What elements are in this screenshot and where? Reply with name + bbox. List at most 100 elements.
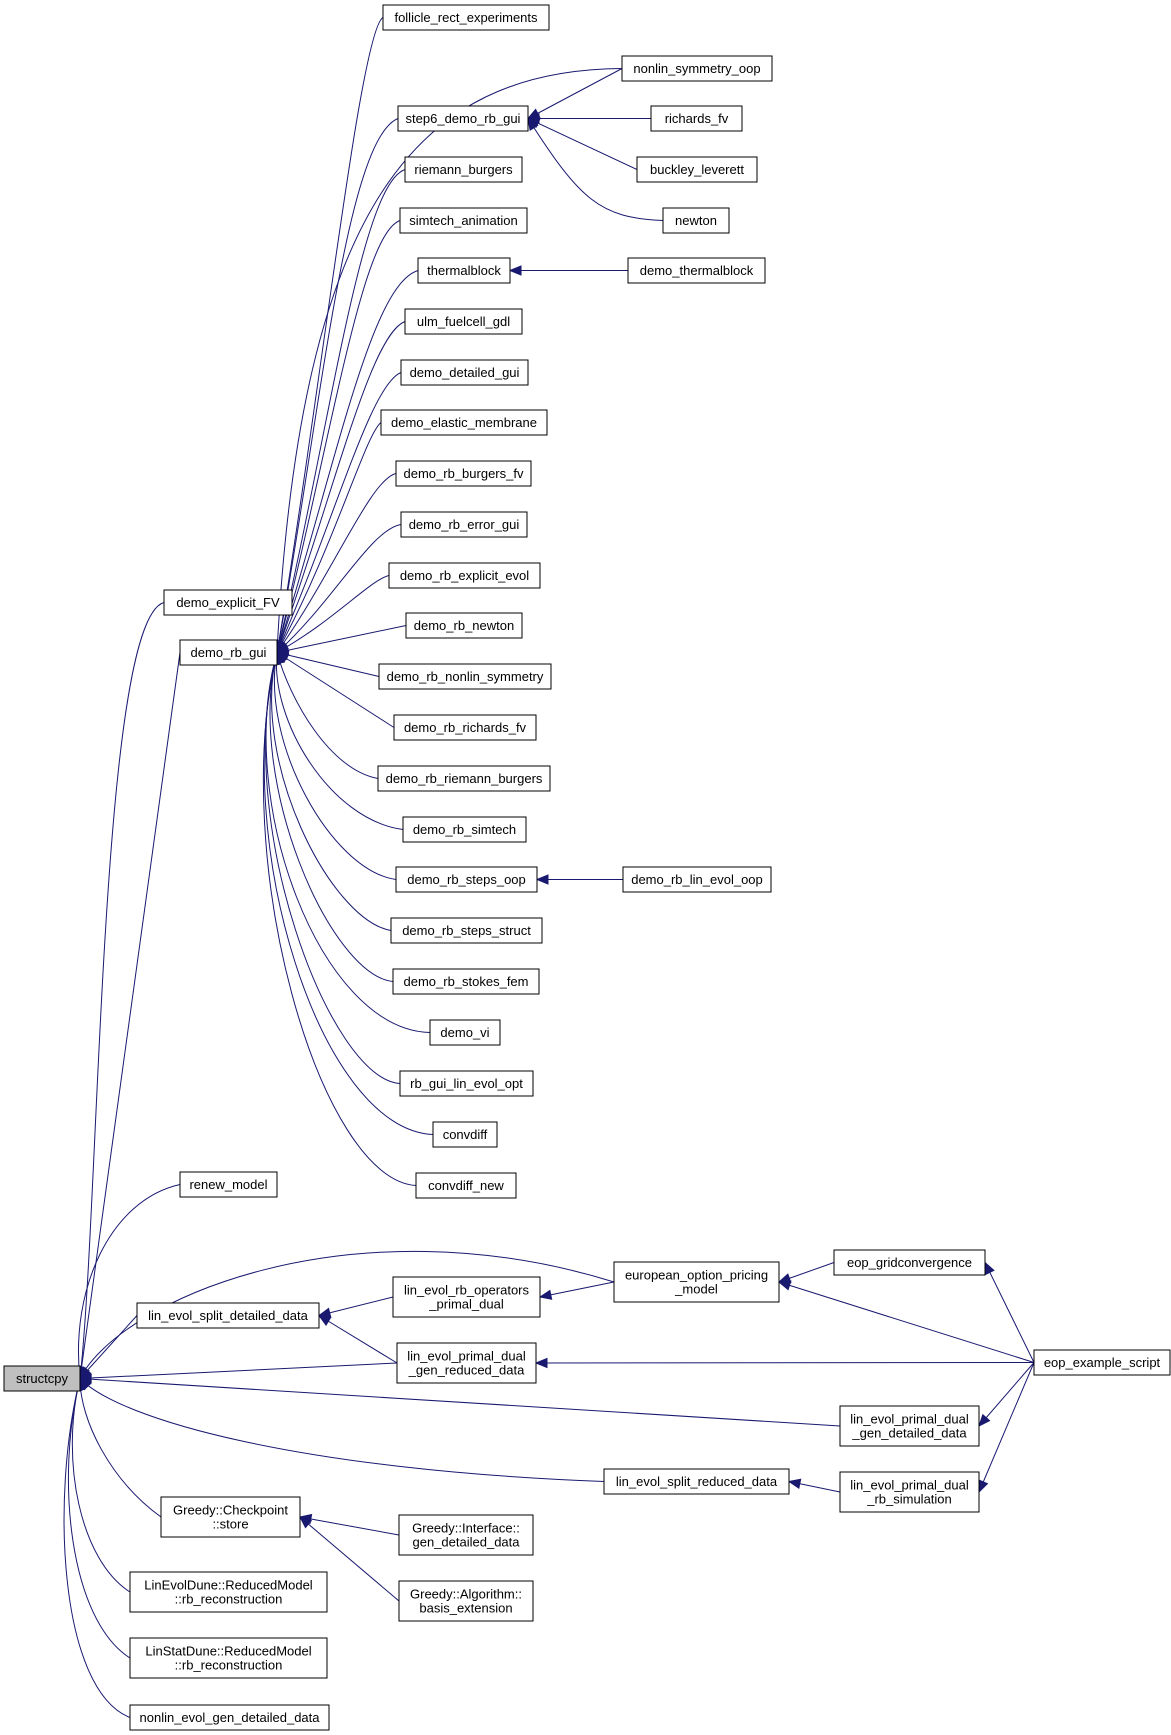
edge-european_option_pricing_model-to-lin_evol_rb_operators_primal_dual: [538, 1281, 615, 1300]
node-box: [432, 1121, 498, 1148]
node-box: [393, 714, 537, 741]
node-demo_rb_burgers_fv[interactable]: demo_rb_burgers_fv: [395, 460, 532, 487]
node-demo_explicit_FV[interactable]: demo_explicit_FV: [163, 589, 293, 616]
node-structcpy[interactable]: structcpy: [3, 1365, 81, 1392]
node-demo_rb_stokes_fem[interactable]: demo_rb_stokes_fem: [392, 968, 540, 995]
node-demo_rb_nonlin_symmetry[interactable]: demo_rb_nonlin_symmetry: [378, 663, 552, 690]
node-box: [163, 589, 293, 616]
node-box: [129, 1571, 328, 1613]
arrowhead: [534, 1357, 548, 1369]
node-demo_rb_steps_oop[interactable]: demo_rb_steps_oop: [395, 866, 538, 893]
node-label: demo_rb_gui: [191, 645, 267, 660]
node-label: demo_rb_newton: [414, 618, 514, 633]
node-label: lin_evol_primal_dual: [407, 1349, 526, 1364]
edge-line: [68, 1378, 131, 1659]
node-demo_rb_explicit_evol[interactable]: demo_rb_explicit_evol: [388, 562, 541, 589]
node-lin_evol_split_detailed_data[interactable]: lin_evol_split_detailed_data: [136, 1302, 320, 1329]
node-label: buckley_leverett: [650, 162, 744, 177]
node-box: [129, 1637, 328, 1679]
edges-layer: [63, 17, 1035, 1718]
node-demo_rb_lin_evol_oop[interactable]: demo_rb_lin_evol_oop: [622, 866, 772, 893]
node-box: [627, 257, 766, 284]
node-renew_model[interactable]: renew_model: [179, 1171, 278, 1198]
node-box: [392, 1276, 541, 1318]
arrowhead: [527, 117, 539, 132]
node-label: gen_detailed_data: [413, 1535, 521, 1550]
node-label: thermalblock: [427, 263, 501, 278]
node-label: demo_rb_richards_fv: [404, 720, 527, 735]
node-eop_example_script[interactable]: eop_example_script: [1033, 1349, 1171, 1376]
edge-line: [276, 524, 402, 653]
node-newton[interactable]: newton: [662, 207, 730, 234]
node-label: ::rb_reconstruction: [175, 1658, 283, 1673]
node-greedy_checkpoint_store[interactable]: Greedy::Checkpoint::store: [160, 1496, 301, 1538]
node-demo_elastic_membrane[interactable]: demo_elastic_membrane: [380, 409, 548, 436]
node-simtech_animation[interactable]: simtech_animation: [399, 207, 528, 234]
edge-demo_rb_gui-to-structcpy: [76, 652, 181, 1380]
node-demo_rb_newton[interactable]: demo_rb_newton: [405, 612, 523, 639]
node-demo_rb_steps_struct[interactable]: demo_rb_steps_struct: [390, 917, 543, 944]
node-follicle_rect_experiments[interactable]: follicle_rect_experiments: [382, 4, 550, 31]
node-label: simtech_animation: [409, 213, 517, 228]
node-demo_vi[interactable]: demo_vi: [429, 1019, 501, 1046]
arrowhead: [317, 1314, 332, 1326]
node-box: [662, 207, 730, 234]
node-demo_rb_richards_fv[interactable]: demo_rb_richards_fv: [393, 714, 537, 741]
node-box: [400, 511, 528, 538]
node-step6_demo_rb_gui[interactable]: step6_demo_rb_gui: [397, 105, 529, 132]
node-lin_evol_primal_dual_gen_reduced_data[interactable]: lin_evol_primal_dual_gen_reduced_data: [396, 1342, 537, 1384]
node-buckley_leverett[interactable]: buckley_leverett: [636, 156, 758, 183]
node-label: lin_evol_rb_operators: [404, 1283, 530, 1298]
node-label: demo_rb_steps_struct: [402, 923, 531, 938]
edge-eop_example_script-to-lin_evol_primal_dual_rb_simulation: [978, 1362, 1035, 1494]
edge-line: [276, 422, 382, 653]
node-rb_gui_lin_evol_opt[interactable]: rb_gui_lin_evol_opt: [399, 1070, 534, 1097]
node-linstatdune_rb_reconstruction[interactable]: LinStatDune::ReducedModel::rb_reconstruc…: [129, 1637, 328, 1679]
node-box: [636, 156, 758, 183]
node-greedy_algorithm_basis_extension[interactable]: Greedy::Algorithm::basis_extension: [398, 1580, 534, 1622]
node-label: riemann_burgers: [414, 162, 513, 177]
node-convdiff[interactable]: convdiff: [432, 1121, 498, 1148]
node-label: eop_gridconvergence: [847, 1255, 972, 1270]
edge-eop_example_script-to-lin_evol_primal_dual_gen_detailed_data: [978, 1362, 1035, 1427]
node-demo_rb_error_gui[interactable]: demo_rb_error_gui: [400, 511, 528, 538]
edge-linstatdune_rb_reconstruction-to-structcpy: [68, 1377, 131, 1659]
node-label: _gen_reduced_data: [408, 1363, 525, 1378]
node-label: eop_example_script: [1044, 1355, 1161, 1370]
node-label: LinEvolDune::ReducedModel: [144, 1578, 312, 1593]
node-lin_evol_rb_operators_primal_dual[interactable]: lin_evol_rb_operators_primal_dual: [392, 1276, 541, 1318]
node-label: demo_rb_steps_oop: [407, 872, 526, 887]
node-greedy_interface_gen_detailed_data[interactable]: Greedy::Interface::gen_detailed_data: [398, 1514, 534, 1556]
node-demo_rb_riemann_burgers[interactable]: demo_rb_riemann_burgers: [377, 765, 551, 792]
node-richards_fv[interactable]: richards_fv: [650, 105, 743, 132]
edge-line: [535, 1362, 1035, 1364]
node-box: [1033, 1349, 1171, 1376]
node-riemann_burgers[interactable]: riemann_burgers: [404, 156, 523, 183]
node-convdiff_new[interactable]: convdiff_new: [415, 1172, 517, 1199]
node-demo_detailed_gui[interactable]: demo_detailed_gui: [400, 359, 529, 386]
node-lin_evol_primal_dual_rb_simulation[interactable]: lin_evol_primal_dual_rb_simulation: [839, 1471, 980, 1513]
node-box: [395, 866, 538, 893]
edge-demo_rb_richards_fv-to-demo_rb_gui: [275, 651, 395, 728]
edge-ulm_fuelcell_gdl-to-demo_rb_gui: [275, 321, 406, 654]
node-label: demo_thermalblock: [640, 263, 754, 278]
node-nonlin_evol_gen_detailed_data[interactable]: nonlin_evol_gen_detailed_data: [129, 1704, 330, 1731]
node-demo_rb_gui[interactable]: demo_rb_gui: [179, 639, 278, 666]
node-lin_evol_primal_dual_gen_detailed_data[interactable]: lin_evol_primal_dual_gen_detailed_data: [839, 1405, 980, 1447]
node-demo_thermalblock[interactable]: demo_thermalblock: [627, 257, 766, 284]
node-nonlin_symmetry_oop[interactable]: nonlin_symmetry_oop: [621, 55, 773, 82]
node-european_option_pricing_model[interactable]: european_option_pricing_model: [613, 1261, 780, 1303]
node-box: [839, 1405, 980, 1447]
node-lin_evol_split_reduced_data[interactable]: lin_evol_split_reduced_data: [603, 1468, 790, 1495]
node-linevoldune_rb_reconstruction[interactable]: LinEvolDune::ReducedModel::rb_reconstruc…: [129, 1571, 328, 1613]
arrowhead: [298, 1516, 313, 1529]
node-box: [3, 1365, 81, 1392]
node-label: demo_elastic_membrane: [391, 415, 537, 430]
edge-demo_rb_stokes_fem-to-demo_rb_gui: [269, 651, 394, 982]
node-ulm_fuelcell_gdl[interactable]: ulm_fuelcell_gdl: [404, 308, 523, 335]
edge-line: [276, 321, 406, 653]
node-label: _primal_dual: [428, 1297, 504, 1312]
node-thermalblock[interactable]: thermalblock: [417, 257, 511, 284]
node-eop_gridconvergence[interactable]: eop_gridconvergence: [833, 1249, 986, 1276]
node-demo_rb_simtech[interactable]: demo_rb_simtech: [402, 816, 527, 843]
